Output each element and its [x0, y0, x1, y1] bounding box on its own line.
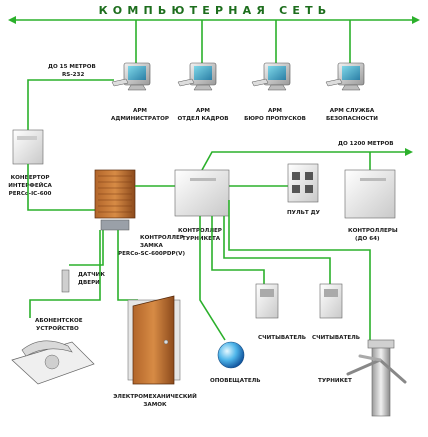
lock-line1: ЭЛЕКТРОМЕХАНИЧЕСКИЙ	[113, 392, 197, 400]
notifier-icon	[217, 341, 245, 369]
reader2-label: СЧИТЫВАТЕЛЬ	[312, 335, 360, 341]
network-bus: КОМПЬЮТЕРНАЯ СЕТЬ	[8, 4, 420, 70]
subscriber-device: АБОНЕНТСКОЕ УСТРОЙСТВО	[11, 230, 101, 385]
workstation-hr-line1: АРМ	[196, 108, 210, 114]
distance-1200-label: ДО 1200 МЕТРОВ	[338, 141, 394, 147]
workstation-hr-line2: ОТДЕЛ КАДРОВ	[178, 116, 229, 122]
turnstile: ТУРНИКЕТ	[228, 200, 407, 417]
electromechanical-lock-door: ЭЛЕКТРОМЕХАНИЧЕСКИЙ ЗАМОК	[113, 230, 197, 408]
network-title: КОМПЬЮТЕРНАЯ СЕТЬ	[99, 4, 332, 17]
workstation-pass-line1: АРМ	[268, 108, 282, 114]
converter-lock-link	[27, 164, 95, 211]
workstation-security: АРМ СЛУЖБА БЕЗОПАСНОСТИ	[325, 62, 378, 122]
subscriber-line2: УСТРОЙСТВО	[36, 324, 79, 332]
turnstile-controller: КОНТРОЛЛЕР ТУРНИКЕТА	[174, 169, 230, 242]
workstation-hr: АРМ ОТДЕЛ КАДРОВ	[178, 62, 229, 122]
reader-2: СЧИТЫВАТЕЛЬ	[223, 216, 360, 341]
distance-15-label: ДО 15 МЕТРОВ	[48, 64, 96, 70]
lock-controller-line2: ЗАМКА	[140, 243, 163, 249]
converter-line3: PERCo-IC-600	[9, 191, 52, 197]
workstation-admin-line2: АДМИНИСТРАТОР	[111, 116, 169, 122]
controllers-line1: КОНТРОЛЛЕРЫ	[348, 228, 398, 234]
workstation-pass-line2: БЮРО ПРОПУСКОВ	[244, 116, 306, 122]
workstation-admin: АРМ АДМИНИСТРАТОР	[111, 62, 169, 122]
converter-line1: КОНВЕРТОР	[11, 175, 50, 181]
controllers-line2: (ДО 64)	[355, 236, 380, 242]
subscriber-line1: АБОНЕНТСКОЕ	[35, 318, 83, 324]
turnstile-controller-line2: ТУРНИКЕТА	[182, 236, 221, 242]
reader-1: СЧИТЫВАТЕЛЬ	[211, 216, 306, 341]
lock-controller: КОНТРОЛЛЕР ЗАМКА PERCo-SC-600PDP(V)	[94, 169, 185, 257]
workstation-security-line2: БЕЗОПАСНОСТИ	[326, 116, 378, 122]
turnstile-label: ТУРНИКЕТ	[318, 378, 352, 384]
workstation-admin-line1: АРМ	[133, 108, 147, 114]
rs232-link: ДО 15 МЕТРОВ RS-232	[27, 64, 114, 130]
controller-bus	[201, 151, 405, 171]
remote-control: ПУЛЬТ ДУ	[287, 163, 321, 216]
reader1-label: СЧИТЫВАТЕЛЬ	[258, 335, 306, 341]
lock-controller-line1: КОНТРОЛЛЕР	[140, 235, 184, 241]
door-sensor: ДАТЧИК ДВЕРИ	[61, 230, 105, 293]
rs232-label: RS-232	[62, 72, 84, 78]
notifier-label: ОПОВЕЩАТЕЛЬ	[210, 378, 261, 384]
lock-controller-line3: PERCo-SC-600PDP(V)	[118, 251, 185, 257]
controllers-up-to-64: КОНТРОЛЛЕРЫ (ДО 64)	[344, 169, 398, 242]
lock-line2: ЗАМОК	[143, 402, 167, 408]
workstation-pass-office: АРМ БЮРО ПРОПУСКОВ	[244, 62, 306, 122]
notifier: ОПОВЕЩАТЕЛЬ	[199, 216, 261, 384]
converter-line2: ИНТЕРФЕЙСА	[8, 181, 52, 189]
workstation-security-line1: АРМ СЛУЖБА	[330, 108, 375, 114]
remote-label: ПУЛЬТ ДУ	[287, 210, 321, 216]
door-sensor-line2: ДВЕРИ	[78, 280, 100, 286]
converter: КОНВЕРТОР ИНТЕРФЕЙСА PERCo-IC-600	[8, 129, 52, 197]
keyboard-icon	[111, 78, 129, 87]
door-sensor-line1: ДАТЧИК	[78, 272, 105, 278]
